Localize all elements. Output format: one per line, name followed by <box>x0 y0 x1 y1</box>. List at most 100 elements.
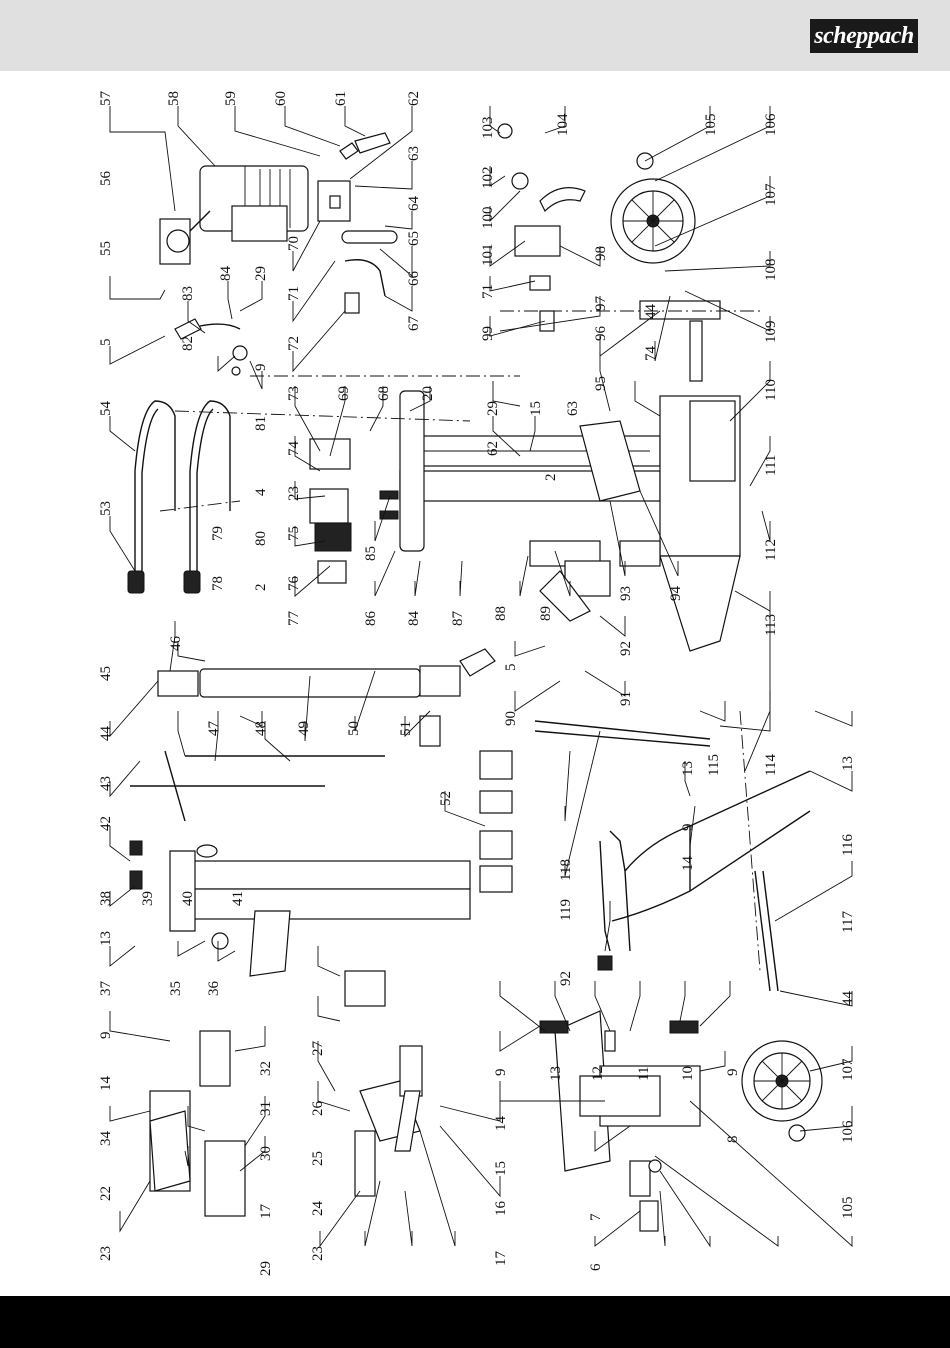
callout-67: 67 <box>406 316 422 332</box>
callout-107-top: 107 <box>763 183 779 206</box>
callout-49: 49 <box>296 721 312 736</box>
callout-100: 100 <box>480 207 496 230</box>
callout-54: 54 <box>98 401 114 417</box>
valve-assembly <box>497 123 586 332</box>
foot-assembly <box>149 970 423 1217</box>
callout-70: 70 <box>286 236 302 251</box>
callout-65: 65 <box>406 231 422 246</box>
callout-2-top: 2 <box>253 584 269 592</box>
callout-44-top: 44 <box>643 304 659 320</box>
callout-48: 48 <box>253 721 269 736</box>
exploded-parts-diagram: 57 58 59 60 61 62 63 64 65 66 67 56 55 7… <box>98 91 856 1277</box>
callout-12: 12 <box>590 1066 606 1081</box>
callout-13-left: 13 <box>98 931 114 946</box>
callout-62-mid: 62 <box>485 441 501 456</box>
footer-bar <box>0 1296 950 1348</box>
callout-75: 75 <box>286 526 302 541</box>
callout-16: 16 <box>493 1201 509 1217</box>
callout-51: 51 <box>398 721 414 736</box>
callout-5-mid: 5 <box>503 664 519 672</box>
callout-103: 103 <box>480 117 496 140</box>
callout-86: 86 <box>363 611 379 627</box>
callout-83: 83 <box>180 286 196 301</box>
callout-98: 98 <box>593 246 609 261</box>
callout-72: 72 <box>286 336 302 351</box>
callout-11: 11 <box>636 1067 652 1081</box>
hydraulic-cylinder <box>130 648 513 893</box>
callout-62-top: 62 <box>406 91 422 106</box>
callout-94: 94 <box>668 586 684 602</box>
callout-36: 36 <box>206 981 222 997</box>
callout-101: 101 <box>480 244 496 267</box>
callout-87: 87 <box>450 611 466 627</box>
callout-90: 90 <box>503 711 519 726</box>
callout-7: 7 <box>588 1213 604 1221</box>
callout-37: 37 <box>98 981 114 997</box>
callout-107-bottom: 107 <box>840 1058 856 1081</box>
callout-14-left: 14 <box>98 1076 114 1092</box>
callout-106-bottom: 106 <box>840 1120 856 1143</box>
callout-58: 58 <box>166 91 182 106</box>
callout-76: 76 <box>286 576 302 592</box>
assembly-axes <box>159 310 761 972</box>
callout-20-top: 20 <box>420 386 436 401</box>
callout-29-top: 29 <box>253 266 269 281</box>
callout-45: 45 <box>98 666 114 681</box>
callout-95: 95 <box>593 376 609 391</box>
callout-112: 112 <box>763 539 779 561</box>
callout-97: 97 <box>593 296 609 312</box>
wheel-frame <box>534 720 811 992</box>
callout-22-left: 22 <box>98 1186 114 1201</box>
callout-56: 56 <box>98 171 114 187</box>
callout-13-bottom: 13 <box>548 1066 564 1081</box>
callout-88: 88 <box>493 606 509 621</box>
callout-6: 6 <box>588 1263 604 1271</box>
callout-119: 119 <box>558 899 574 921</box>
callout-53: 53 <box>98 501 114 516</box>
callout-118: 118 <box>558 859 574 881</box>
callout-63-top: 63 <box>406 146 422 161</box>
callout-99: 99 <box>480 326 496 341</box>
callout-74-right: 74 <box>643 346 659 362</box>
callout-106-top: 106 <box>763 113 779 136</box>
callout-8: 8 <box>725 1136 741 1144</box>
control-lever-parts <box>174 318 399 584</box>
callout-110: 110 <box>763 379 779 401</box>
callout-13-mid: 13 <box>680 761 696 776</box>
callout-74-mid: 74 <box>286 441 302 457</box>
callout-41: 41 <box>230 891 246 906</box>
callout-23-left: 23 <box>98 1246 114 1261</box>
callout-labels: 57 58 59 60 61 62 63 64 65 66 67 56 55 7… <box>98 91 856 1277</box>
callout-109: 109 <box>763 321 779 344</box>
handle-frame <box>127 400 231 594</box>
callout-105-top: 105 <box>703 114 719 137</box>
column-assembly <box>399 300 741 652</box>
callout-26: 26 <box>310 1101 326 1117</box>
callout-59: 59 <box>223 91 239 106</box>
callout-64: 64 <box>406 196 422 212</box>
callout-114: 114 <box>763 754 779 776</box>
base-plate <box>539 1010 701 1232</box>
callout-42: 42 <box>98 816 114 831</box>
callout-73: 73 <box>286 386 302 401</box>
callout-61: 61 <box>333 91 349 106</box>
callout-39: 39 <box>140 891 156 906</box>
callout-44-mid: 44 <box>98 726 114 742</box>
callout-79: 79 <box>210 526 226 541</box>
callout-27: 27 <box>310 1041 326 1057</box>
header-bar <box>0 0 950 71</box>
callout-105-bottom: 105 <box>840 1197 856 1220</box>
callout-85: 85 <box>363 546 379 561</box>
callout-117: 117 <box>840 911 856 933</box>
callout-17-left: 17 <box>258 1204 274 1220</box>
callout-92-mid: 92 <box>618 641 634 656</box>
callout-5-top: 5 <box>98 339 114 347</box>
callout-10: 10 <box>680 1066 696 1081</box>
callout-111: 111 <box>763 455 779 476</box>
callout-40: 40 <box>180 891 196 906</box>
callout-71-right: 71 <box>480 284 496 299</box>
callout-32: 32 <box>258 1061 274 1076</box>
callout-63-mid: 63 <box>565 401 581 416</box>
callout-89: 89 <box>538 606 554 621</box>
callout-78: 78 <box>210 576 226 591</box>
